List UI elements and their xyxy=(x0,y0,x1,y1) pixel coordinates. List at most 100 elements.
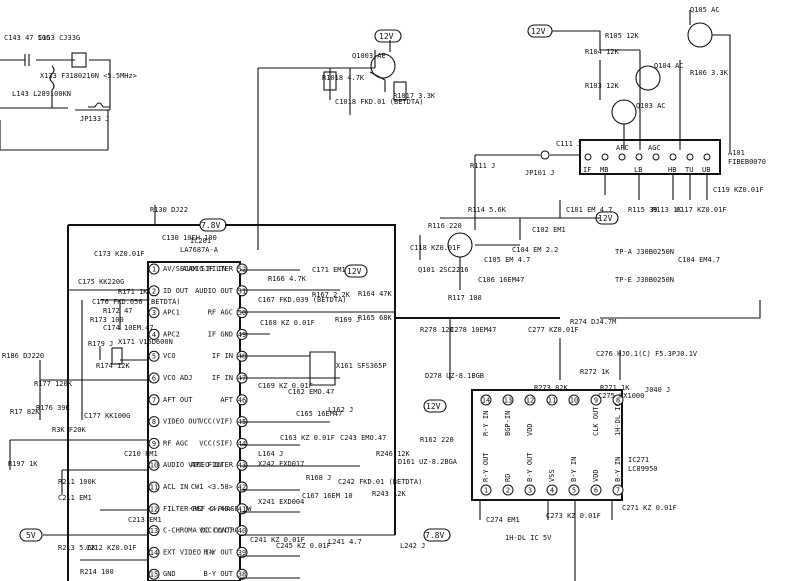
pin-num-4: 4 xyxy=(152,331,156,339)
pin-num-15: 15 xyxy=(150,571,158,579)
label-c210: C210 PM1 xyxy=(124,450,158,458)
pin-name-52: AUDIO FILTER xyxy=(182,265,233,273)
label-j040: J040 J xyxy=(645,386,670,394)
label-q101: Q101 2SC2216 xyxy=(418,266,469,274)
label-c106: C101 EM 4.7 xyxy=(566,206,612,214)
pin-name-7: AFT OUT xyxy=(163,396,193,404)
tuner-pin-agc: AGC xyxy=(648,144,661,152)
label-r272: R272 1K xyxy=(580,368,610,376)
pin-10 xyxy=(148,459,160,471)
pin-num-1: 1 xyxy=(152,266,156,274)
pin-num-2: 2 xyxy=(152,287,156,295)
label-r162: R162 220 xyxy=(420,436,454,444)
label-r116: R116 220 xyxy=(428,222,462,230)
pin-num-5: 5 xyxy=(152,353,156,361)
pin-12 xyxy=(524,394,536,406)
label-r179: R179 J xyxy=(88,340,113,348)
pin-9 xyxy=(590,394,602,406)
ic271-area: IC271 LC89950 1H-DL IC 5V 14R-Y IN13BGP-… xyxy=(420,300,761,581)
label-c274: C274 EM1 xyxy=(486,516,520,524)
pin-num-11: 11 xyxy=(548,397,556,405)
pin-name-38: B-Y OUT xyxy=(203,570,233,578)
label-c118: C118 KZ0.01F xyxy=(410,244,461,252)
pin-num-42: 42 xyxy=(238,484,246,492)
pin-name-48: IF IN xyxy=(212,352,233,360)
pin-1 xyxy=(148,263,160,275)
pin-num-13: 13 xyxy=(150,527,158,535)
left-components: C173 KZ0.01F C175 KK220G R171 1K C176 FK… xyxy=(2,250,181,576)
label-c175: C175 KK220G xyxy=(78,278,124,286)
pin-name-9: RF AGC xyxy=(163,439,188,447)
pin-46 xyxy=(236,394,248,406)
pin-num-38: 38 xyxy=(238,571,246,579)
label-c119: C104 EM 2.2 xyxy=(512,246,558,254)
label-x242: X242 EXD017 xyxy=(258,460,304,468)
pin-num-9: 9 xyxy=(594,397,598,405)
label-c277: C277 KZ0.01F xyxy=(528,326,579,334)
label-c117: C105 EM 4.7 xyxy=(484,256,530,264)
pin-name-3: APC1 xyxy=(163,309,180,317)
label-c169: C169 KZ 0.01F xyxy=(258,382,313,390)
pin-7 xyxy=(148,394,160,406)
label-l143: L143 L289100KN xyxy=(12,90,71,98)
pin-13 xyxy=(502,394,514,406)
pin-name-42: CW1 <3.58> xyxy=(191,483,233,491)
label-c174: C174 10EM.47 xyxy=(103,324,154,332)
top-left-group: C143 47 50G C153 CJ33G X133 F3180210N <5… xyxy=(0,34,137,151)
ic201-part: LA7687A-A xyxy=(180,246,219,254)
pin-4 xyxy=(148,328,160,340)
pin-name-8: VIDEO OUT xyxy=(163,418,202,426)
pin-name-13: BGP-IN xyxy=(504,411,512,436)
label-r271: R271 1K xyxy=(600,384,630,392)
label-tpe: TP-E J30B0250N xyxy=(615,276,674,284)
label-c176: C176 FKD.056 (BETDTA) xyxy=(92,298,181,306)
label-q1003: Q1003 AE xyxy=(352,52,386,60)
label-x241: X241 EXD004 xyxy=(258,498,304,506)
label-c173: C173 KZ0.01F xyxy=(94,250,145,258)
pin-41 xyxy=(236,503,248,515)
label-c245: C245 KZ 0.01F xyxy=(276,542,331,550)
label-c102: C117 KZ0.01F xyxy=(676,206,727,214)
rail-12v-if: 12V xyxy=(598,214,613,223)
label-x161: X161 SFS365P xyxy=(336,362,387,370)
rail-12v-mid: 12V xyxy=(347,267,362,276)
label-l242: L242 J xyxy=(400,542,425,550)
label-x133: X133 F3180210N <5.5MHz> xyxy=(40,72,137,80)
label-r243: R243 12K xyxy=(372,490,407,498)
label-c273: C273 KZ 0.01F xyxy=(546,512,601,520)
label-c271: C271 KZ 0.01F xyxy=(622,504,677,512)
pin-11 xyxy=(546,394,558,406)
pin-2 xyxy=(502,484,514,496)
label-r117: C102 EM1 xyxy=(532,226,566,234)
pin-num-4: 4 xyxy=(550,487,554,495)
label-r106: R106 3.3K xyxy=(690,69,729,77)
label-r197: R197 1K xyxy=(8,460,38,468)
pin-name-41: CW2 <4.43> xyxy=(191,505,233,513)
label-c105: R115 39 xyxy=(628,206,658,214)
label-jp133: JP133 J xyxy=(80,115,110,123)
pin-name-6: VDD xyxy=(592,469,600,482)
label-d161: D161 UZ-8.2BGA xyxy=(398,458,458,466)
pin-name-47: IF IN xyxy=(212,374,233,382)
pin-name-8: 1H-DL IC xyxy=(614,402,622,436)
label-r213: R213 5.6K xyxy=(58,544,97,552)
pin-name-7: B-Y IN xyxy=(614,457,622,482)
label-r168: R168 J xyxy=(306,474,331,482)
label-c168: C168 KZ 0.01F xyxy=(260,319,315,327)
label-c177: C177 KK100G xyxy=(84,412,130,420)
pin-num-10: 10 xyxy=(150,462,158,470)
rail-12v-q1003: 12V xyxy=(379,32,394,41)
rail-78v-top: 7.8V xyxy=(201,221,220,230)
pin-43 xyxy=(236,459,248,471)
pin-num-5: 5 xyxy=(572,487,576,495)
pin-num-7: 7 xyxy=(616,487,620,495)
pin-name-4: APC2 xyxy=(163,330,180,338)
tuner-pin-if: IF xyxy=(583,166,591,174)
pin-num-2: 2 xyxy=(506,487,510,495)
pin-name-1: AV/SECAM SIF IN xyxy=(163,265,226,273)
label-c101: C119 KZ0.01F xyxy=(713,186,764,194)
label-r167: R167 2.2K xyxy=(312,291,351,299)
